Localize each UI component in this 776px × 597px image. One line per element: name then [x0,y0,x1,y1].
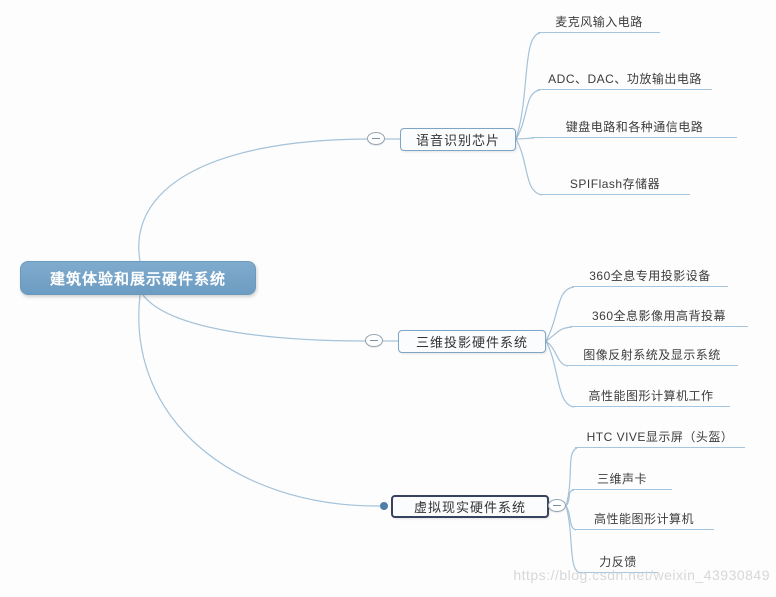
branch-node-vr-hardware[interactable]: 虚拟现实硬件系统 [391,495,549,518]
link-dot [380,502,388,510]
minus-icon [553,505,561,506]
collapse-toggle-icon[interactable] [367,132,385,145]
leaf-node[interactable]: 360全息影像用高背投幕 [570,307,748,327]
leaf-node[interactable]: 高性能图形计算机工作 [572,387,730,407]
minus-icon [372,138,380,139]
root-branch-curves [138,138,400,507]
leaf-node[interactable]: 高性能图形计算机 [574,510,714,530]
branch0-leaf-curves [515,32,543,196]
leaf-node[interactable]: 麦克风输入电路 [538,13,660,33]
collapse-toggle-icon[interactable] [365,334,383,347]
leaf-node[interactable]: ADC、DAC、功放输出电路 [538,70,712,90]
root-node[interactable]: 建筑体验和展示硬件系统 [20,261,256,295]
branch2-leaf-curves [565,447,581,574]
leaf-node[interactable]: SPIFlash存储器 [540,175,690,195]
minus-icon [370,340,378,341]
leaf-node[interactable]: HTC VIVE显示屏（头盔） [575,428,745,448]
branch1-leaf-curves [545,286,575,408]
leaf-node[interactable]: 力反馈 [578,553,658,573]
leaf-node[interactable]: 键盘电路和各种通信电路 [532,118,737,138]
leaf-node[interactable]: 360全息专用投影设备 [572,267,728,287]
collapse-toggle-icon[interactable] [548,499,566,512]
leaf-node[interactable]: 图像反射系统及显示系统 [566,346,738,366]
watermark-url: https://blog.csdn.net/weixin_43930849 [513,567,770,583]
branch-node-speech-chip[interactable]: 语音识别芯片 [400,128,516,151]
branch-node-3d-projection[interactable]: 三维投影硬件系统 [398,330,546,353]
leaf-node[interactable]: 三维声卡 [572,470,672,490]
